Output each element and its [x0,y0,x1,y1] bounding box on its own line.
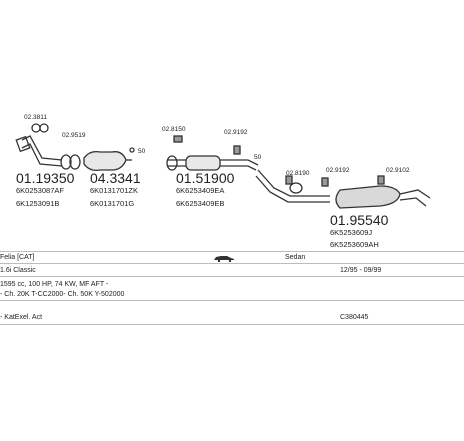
front-flange [15,135,31,153]
part-number: 01.19350 [16,170,75,186]
divider [0,300,464,301]
rear-pipe [257,169,330,197]
divider [0,251,464,252]
part-ref: 6K6253409EB [176,199,224,208]
description: - KatExel. Act [0,314,43,321]
part-label-small: 02.8150 [162,126,186,133]
part-ref: 6K5253609AH [330,240,379,249]
part-number: 01.95540 [330,212,389,228]
car-icon [212,254,236,263]
chassis-range: - Ch. 20K T-CC2000- Ch. 50K Y-502000 [0,291,125,298]
part-label-small: 50 [254,154,262,161]
part-label-small: 02.9102 [386,167,410,174]
exhaust-system-diagram: 02.3811 02.9519 50 02.8150 02.9192 50 02… [15,114,431,249]
rear-silencer [335,185,401,209]
middle-silencer [185,155,221,171]
part-label-small: 02.9192 [224,129,248,136]
divider [0,324,464,325]
engine-specs: 1595 cc, 100 HP, 74 KW, MF AFT - [0,281,109,288]
part-label-small: 02.3811 [24,114,47,121]
part-label-small: 02.9519 [62,132,86,139]
part-number: 01.51900 [176,170,235,186]
engine-name: 1.6i Classic [0,267,36,274]
body-type: Sedan [285,254,306,261]
part-ref: 6K0253087AF [16,186,64,195]
model-name: Felia [CAT] [0,254,35,261]
part-label-small: 50 [138,148,146,155]
part-ref: 6K1253091B [16,199,59,208]
part-ref: 6K5253609J [330,228,372,237]
kit-code: C380445 [340,314,369,321]
part-ref: 6K6253409EA [176,186,224,195]
divider [0,276,464,277]
divider [0,263,464,264]
part-ref: 6K0131701G [90,199,134,208]
catalytic-converter [83,150,127,172]
part-label-small: 02.8190 [286,170,310,177]
year-range: 12/95 - 09/99 [340,267,382,274]
part-ref: 6K0131701ZK [90,186,138,195]
part-label-small: 02.9192 [326,167,350,174]
part-number: 04.3341 [90,170,141,186]
